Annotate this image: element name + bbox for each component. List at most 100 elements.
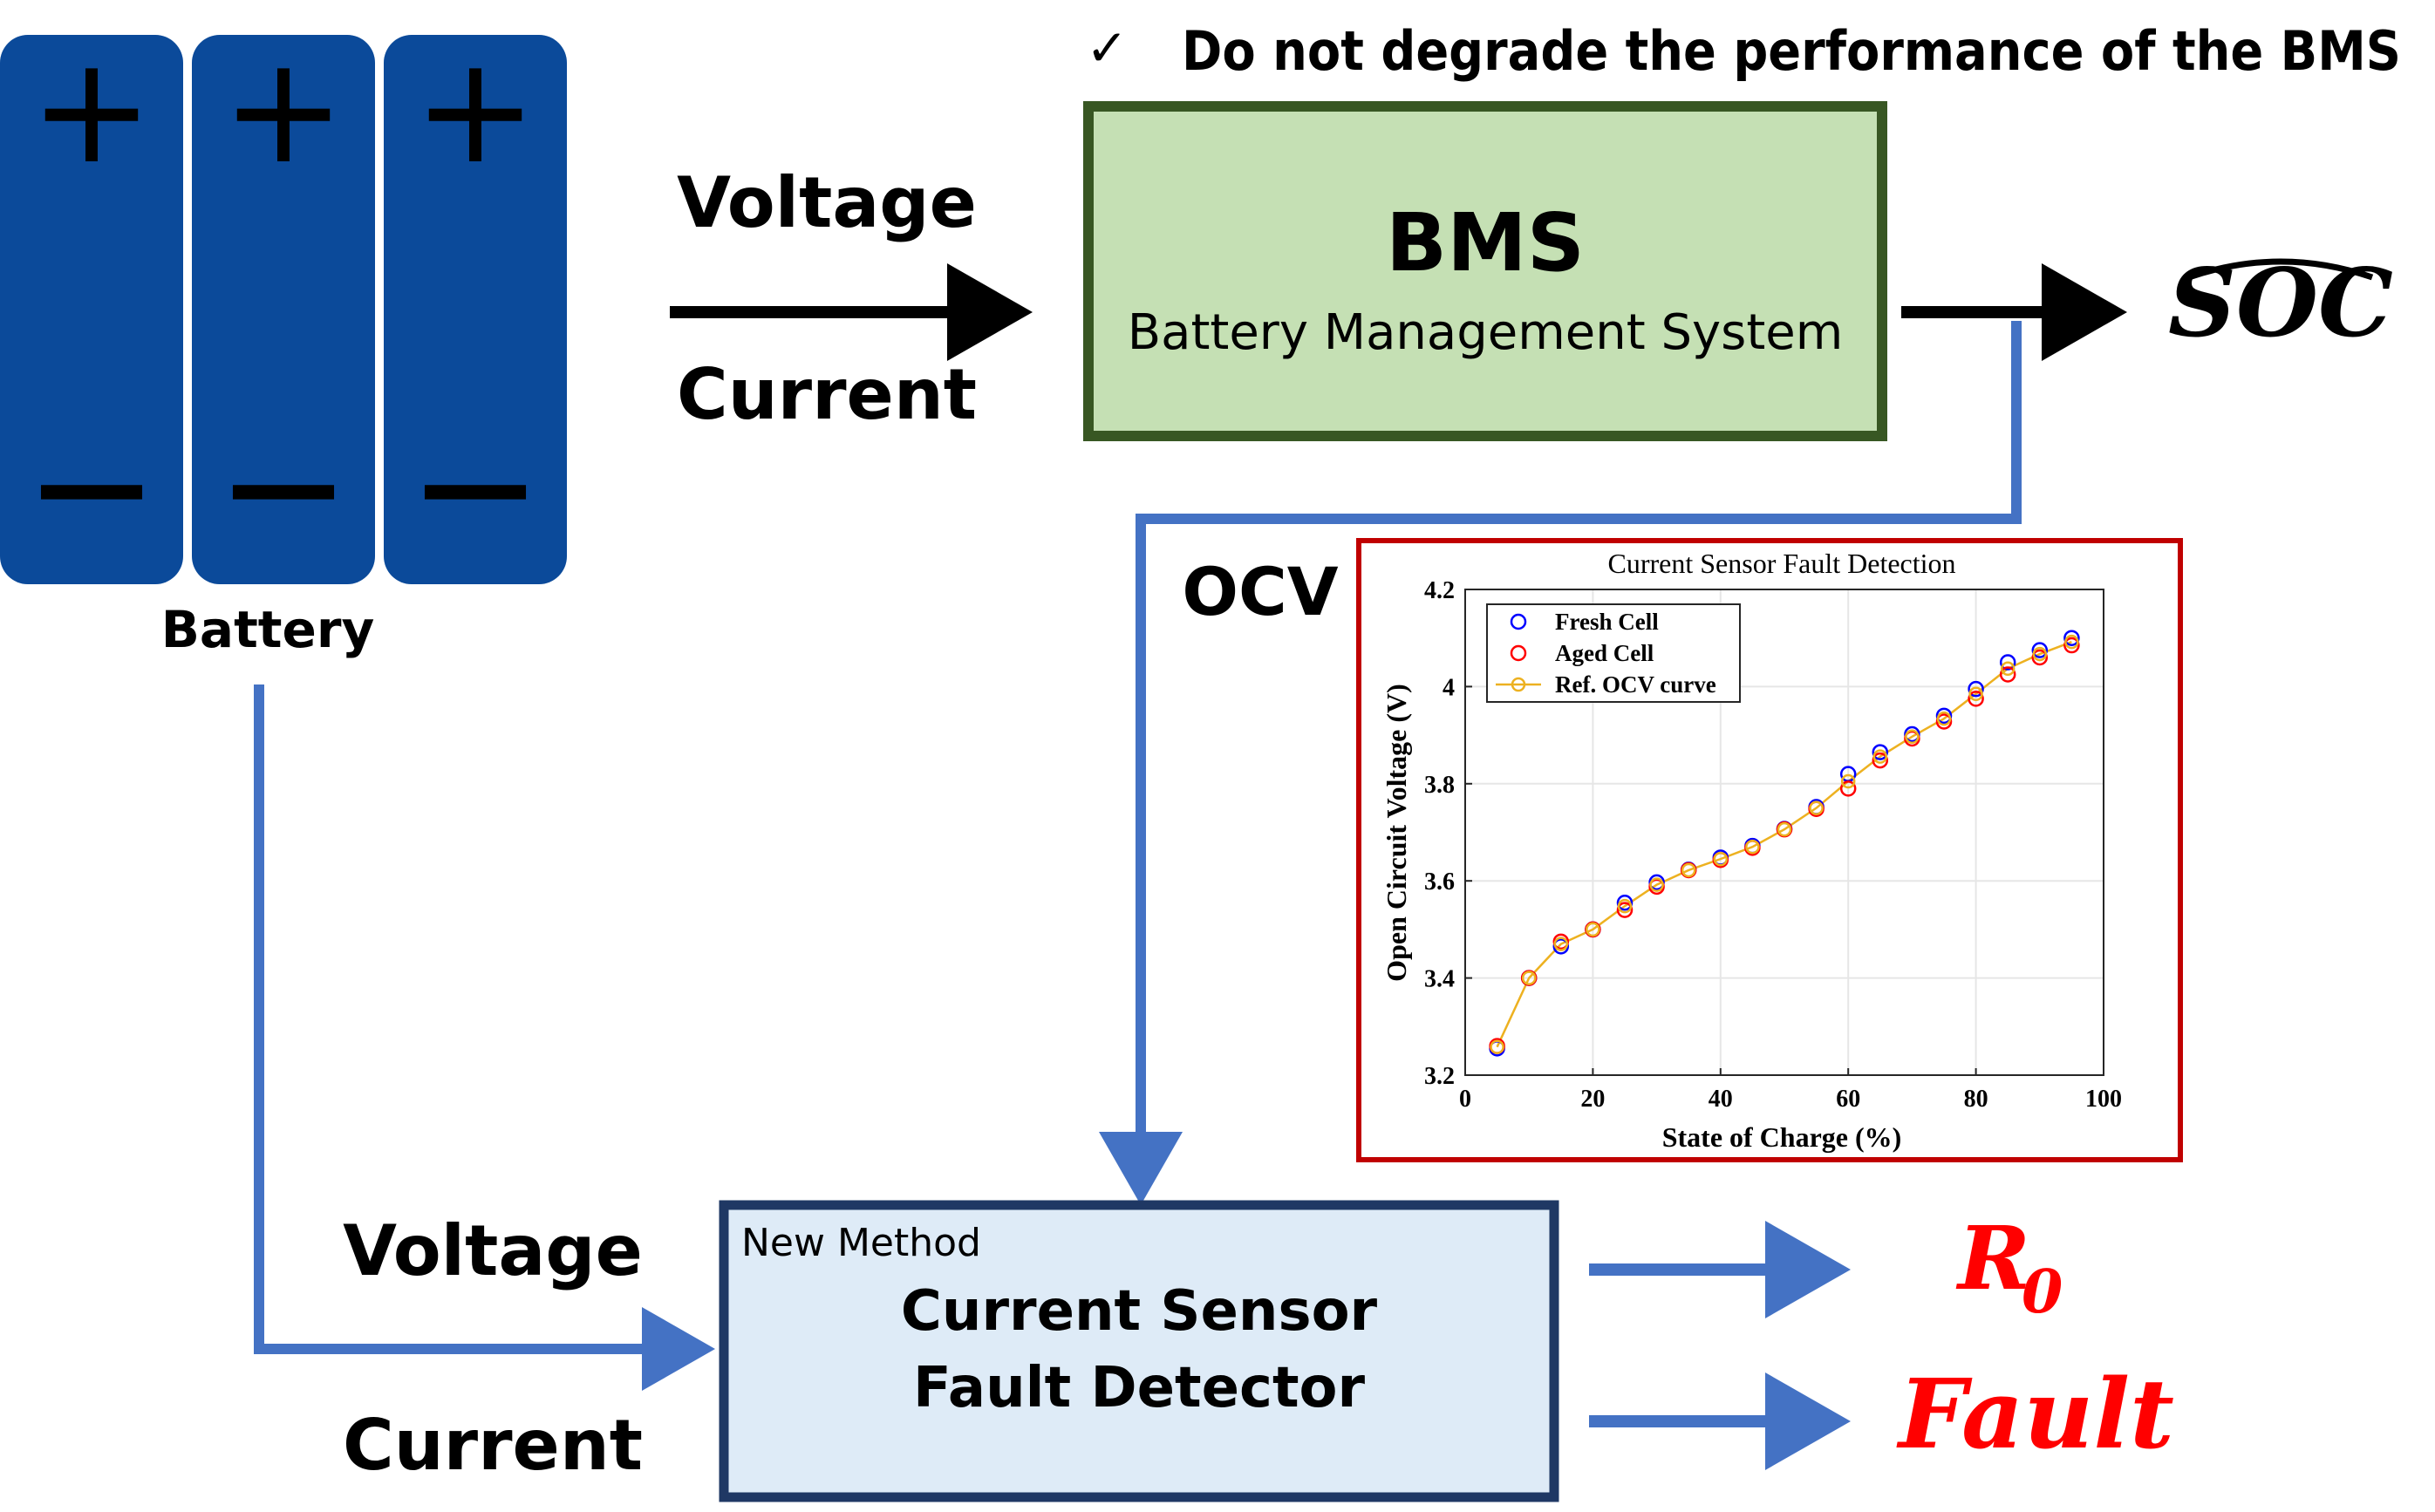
data-point: [1968, 686, 1983, 702]
detector-title-line1: Current Sensor: [901, 1279, 1378, 1344]
header-note-text: Do not degrade the performance of the BM…: [1182, 19, 2401, 83]
battery-minus-icon: —: [419, 418, 532, 550]
data-point: [1649, 877, 1664, 892]
data-point: [2031, 642, 2049, 658]
bms-box: BMS Battery Management System: [1083, 101, 1887, 441]
bottom-current-label: Current: [343, 1405, 643, 1486]
data-point: [1809, 800, 1824, 815]
x-tick-label: 20: [1580, 1086, 1605, 1113]
data-point: [1905, 729, 1920, 745]
legend-label: Ref. OCV curve: [1555, 671, 1716, 698]
battery-to-detector-connector: [254, 684, 715, 1391]
data-point: [2064, 634, 2079, 650]
data-point: [1936, 711, 1952, 726]
y-tick-label: 4: [1443, 674, 1455, 701]
y-tick-label: 4.2: [1424, 577, 1455, 604]
battery-plus-icon: +: [30, 24, 153, 197]
data-point: [1999, 654, 2016, 671]
x-tick-label: 40: [1709, 1086, 1733, 1113]
fault-detector-box: New Method Current Sensor Fault Detector: [719, 1200, 1559, 1502]
legend-marker: [1510, 644, 1527, 662]
legend-label: Aged Cell: [1555, 640, 1654, 666]
ocv-label: OCV: [1182, 553, 1338, 630]
bms-title: BMS: [1386, 196, 1585, 289]
battery-minus-icon: —: [227, 418, 340, 550]
battery-cell-3: [384, 35, 567, 584]
data-point: [1681, 862, 1696, 878]
x-tick-label: 60: [1836, 1086, 1860, 1113]
r0-label: R: [1955, 1207, 2030, 1310]
chart-ylabel: Open Circuit Voltage (V): [1381, 684, 1412, 982]
data-point: [1552, 933, 1570, 950]
data-point: [1840, 773, 1856, 789]
data-point: [1935, 707, 1953, 725]
battery-minus-icon: —: [35, 418, 148, 550]
battery-cell-2: [192, 35, 375, 584]
battery-cell-1: [0, 35, 183, 584]
data-point: [1968, 680, 1984, 698]
data-point: [1872, 749, 1888, 764]
r0-subscript: 0: [2022, 1257, 2063, 1327]
header-note: ✓ Do not degrade the performance of the …: [1086, 18, 2401, 83]
data-point: [1648, 874, 1665, 891]
battery-plus-icon: +: [413, 24, 537, 197]
chart-title: Current Sensor Fault Detection: [1607, 548, 1955, 579]
battery-plus-icon: +: [222, 24, 345, 197]
ocv-chart-panel: Current Sensor Fault Detection State of …: [1356, 538, 2183, 1162]
chart-xlabel: State of Charge (%): [1662, 1121, 1902, 1153]
legend-box: [1486, 603, 1741, 703]
y-tick-label: 3.4: [1424, 966, 1455, 993]
data-point: [1968, 691, 1984, 707]
y-tick-label: 3.8: [1424, 772, 1455, 799]
data-point: [1872, 744, 1889, 760]
data-point: [1745, 839, 1760, 855]
data-point: [1839, 780, 1857, 797]
soc-estimate-output: SOC: [2168, 249, 2393, 358]
data-point: [1521, 971, 1537, 985]
data-point: [1616, 902, 1634, 918]
x-tick-label: 100: [2085, 1086, 2122, 1113]
data-point: [1713, 851, 1729, 867]
data-point: [1617, 898, 1633, 914]
y-tick-label: 3.6: [1424, 868, 1455, 896]
detector-tag: New Method: [741, 1221, 981, 1265]
x-tick-label: 0: [1459, 1086, 1471, 1113]
data-point: [1552, 938, 1570, 955]
fault-output-label: Fault: [1896, 1358, 2174, 1470]
bottom-voltage-label: Voltage: [343, 1210, 643, 1291]
data-point: [1872, 752, 1889, 769]
check-mark-icon: ✓: [1086, 18, 1129, 78]
detector-title-line2: Fault Detector: [913, 1356, 1366, 1420]
data-point: [2063, 637, 2080, 654]
data-point: [1490, 1039, 1504, 1054]
legend-marker: [1511, 677, 1526, 692]
data-point: [2063, 630, 2080, 646]
ocv-connector: [1099, 321, 2022, 1205]
bms-subtitle: Battery Management System: [1128, 304, 1844, 361]
series-line: [1496, 640, 2072, 1048]
r0-output: R 0: [1955, 1207, 2063, 1327]
data-point: [1904, 725, 1920, 743]
x-tick-label: 80: [1964, 1086, 1988, 1113]
data-point: [2031, 649, 2049, 666]
top-current-label: Current: [677, 354, 977, 435]
top-voltage-label: Voltage: [677, 162, 977, 243]
legend-marker: [1510, 613, 1527, 630]
data-point: [1777, 821, 1792, 837]
plot-axes-box: [1464, 589, 2104, 1076]
data-point: [1553, 936, 1569, 951]
data-point: [1616, 895, 1634, 911]
legend-label: Fresh Cell: [1555, 609, 1659, 635]
soc-label: SOC: [2168, 249, 2393, 358]
data-point: [2032, 646, 2048, 662]
data-point: [2000, 661, 2016, 677]
battery-label: Battery: [161, 600, 375, 659]
battery-pack: + + + — — — Battery: [0, 24, 567, 659]
data-point: [1586, 922, 1600, 937]
y-tick-label: 3.2: [1424, 1063, 1455, 1090]
data-point: [1999, 666, 2016, 683]
data-point: [1935, 713, 1953, 730]
soc-hat-icon: [2187, 258, 2374, 281]
